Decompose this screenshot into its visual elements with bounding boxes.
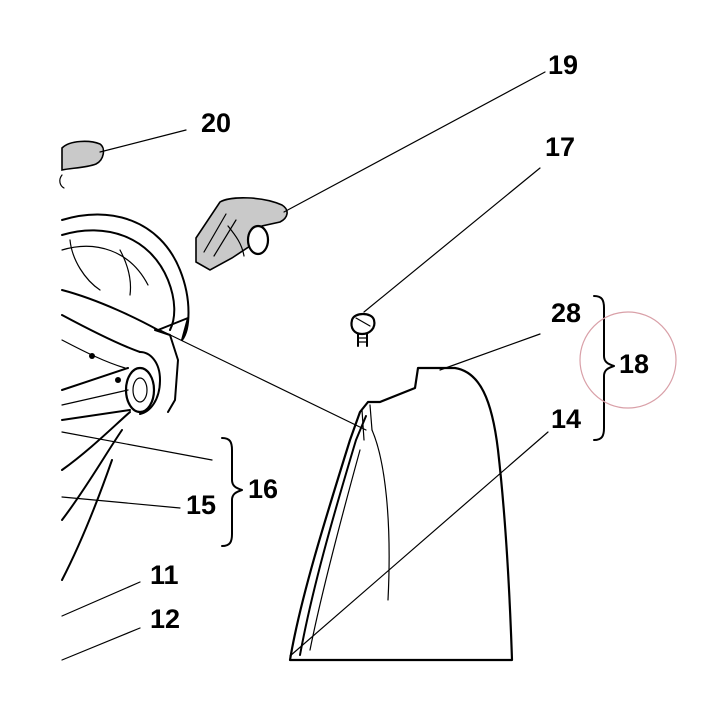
callout-15: 15: [186, 490, 216, 520]
callout-28: 28: [551, 298, 581, 328]
leader-alignment: [159, 329, 367, 431]
braces: [221, 295, 615, 547]
leader-14: [289, 431, 549, 657]
callout-20: 20: [201, 108, 231, 138]
callout-18: 18: [619, 349, 649, 379]
leader-lines: [61, 71, 549, 661]
frame-assembly: [61, 213, 190, 581]
brace-16: [221, 437, 243, 547]
leader-19: [283, 71, 546, 213]
callout-19: 19: [548, 50, 578, 80]
callout-labels: 20 19 17 28 18 14 16 15 11 12: [150, 50, 649, 634]
part-14-side-panel: [288, 366, 514, 662]
part-20-foam-pad: [59, 140, 105, 189]
brace-18: [593, 295, 615, 441]
highlight-circle: [579, 311, 677, 409]
callout-16: 16: [248, 474, 278, 504]
leader-16a: [61, 431, 213, 461]
leader-12: [61, 627, 141, 661]
leader-20: [99, 129, 187, 153]
leader-15: [61, 496, 181, 509]
leader-11: [61, 581, 141, 617]
leader-28: [439, 333, 541, 371]
callout-12: 12: [150, 604, 180, 634]
part-19-hinge-block: [195, 197, 288, 271]
leader-17: [363, 167, 541, 313]
callout-17: 17: [545, 132, 575, 162]
callout-11: 11: [150, 560, 179, 590]
part-17-screw: [350, 312, 376, 347]
callout-14: 14: [551, 404, 581, 434]
